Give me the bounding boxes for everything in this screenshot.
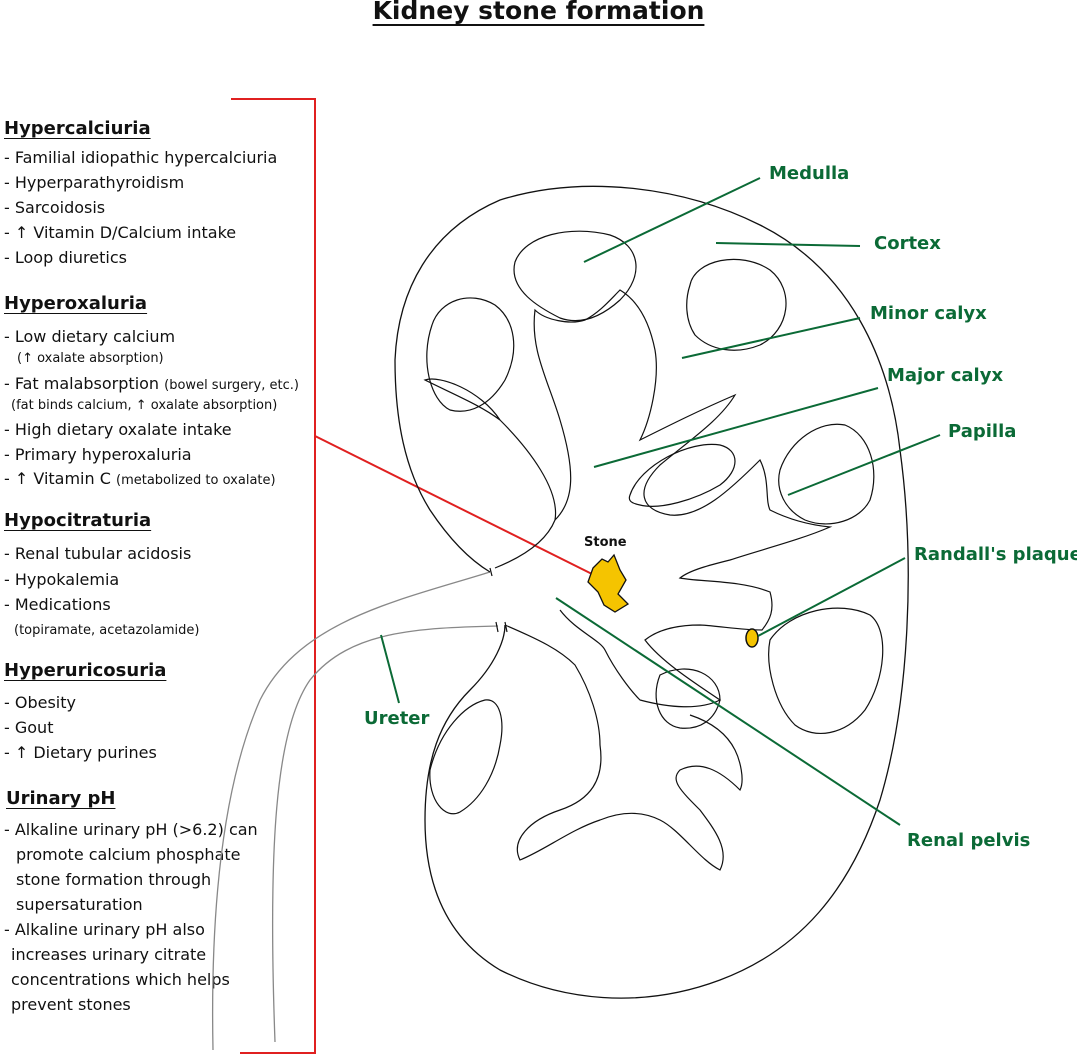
pyramid xyxy=(655,668,721,729)
pyramid xyxy=(628,443,736,507)
label-major-calyx: Major calyx xyxy=(887,365,1004,386)
list-item: - Sarcoidosis xyxy=(4,198,106,217)
leader-randalls-plaque xyxy=(757,557,906,637)
heading-hypercalciuria: Hypercalciuria xyxy=(4,118,151,139)
list-item: - ↑ Vitamin D/Calcium intake xyxy=(4,223,237,242)
label-renal-pelvis: Renal pelvis xyxy=(907,830,1031,851)
list-item: - Gout xyxy=(4,718,54,737)
heading-hyperoxaluria: Hyperoxaluria xyxy=(4,293,148,314)
list-item: - ↑ Vitamin C (metabolized to oxalate) xyxy=(4,469,276,488)
pyramid xyxy=(426,297,515,412)
label-ureter: Ureter xyxy=(364,708,430,729)
ureter-outline xyxy=(271,625,499,1043)
list-item: - Familial idiopathic hypercalciuria xyxy=(4,148,278,167)
leader-papilla xyxy=(787,434,941,496)
list-item-note: (fat binds calcium, ↑ oxalate absorption… xyxy=(11,398,278,413)
list-item: increases urinary citrate xyxy=(11,945,207,964)
list-item: - Low dietary calcium xyxy=(4,327,176,346)
bracket xyxy=(231,98,316,1054)
list-item-note: (↑ oxalate absorption) xyxy=(17,351,164,366)
leader-cortex xyxy=(715,242,861,247)
pyramid xyxy=(513,230,637,322)
heading-urinary-ph: Urinary pH xyxy=(6,788,116,809)
stone xyxy=(587,553,630,613)
bracket-pointer xyxy=(314,435,593,575)
leader-medulla xyxy=(583,177,761,263)
list-item: - Loop diuretics xyxy=(4,248,127,267)
renal-sinus-outline xyxy=(423,289,833,708)
pyramid xyxy=(686,258,787,351)
label-minor-calyx: Minor calyx xyxy=(870,303,987,324)
list-item: - Alkaline urinary pH also xyxy=(4,920,205,939)
kidney-outline xyxy=(394,185,909,999)
list-item: concentrations which helps xyxy=(11,970,230,989)
list-item: - Medications xyxy=(4,595,111,614)
list-item: stone formation through xyxy=(16,870,212,889)
list-item: - High dietary oxalate intake xyxy=(4,420,232,439)
list-item: - Hypokalemia xyxy=(4,570,120,589)
diagram-title: Kidney stone formation xyxy=(372,0,705,25)
ureter-outline xyxy=(212,571,491,1051)
leader-major-calyx xyxy=(593,387,879,468)
heading-hypocitraturia: Hypocitraturia xyxy=(4,510,152,531)
pyramid xyxy=(429,699,503,815)
list-item: - Renal tubular acidosis xyxy=(4,544,192,563)
list-item-note: (metabolized to oxalate) xyxy=(116,473,276,488)
pyramid xyxy=(768,607,884,734)
list-item: supersaturation xyxy=(16,895,143,914)
heading-hyperuricosuria: Hyperuricosuria xyxy=(4,660,167,681)
list-item: prevent stones xyxy=(11,995,131,1014)
label-medulla: Medulla xyxy=(769,163,850,184)
lower-calyx-outline xyxy=(504,624,743,871)
list-item: - Hyperparathyroidism xyxy=(4,173,185,192)
list-item-note: (topiramate, acetazolamide) xyxy=(14,623,200,638)
leader-ureter xyxy=(380,634,400,704)
label-randalls-plaque: Randall's plaque xyxy=(914,544,1077,565)
randalls-plaque-marker xyxy=(745,628,759,648)
list-item-note: (bowel surgery, etc.) xyxy=(164,378,299,393)
label-stone: Stone xyxy=(584,535,627,550)
label-papilla: Papilla xyxy=(948,421,1017,442)
list-item: promote calcium phosphate xyxy=(16,845,241,864)
ureter-mouth xyxy=(489,567,508,633)
list-item: - Obesity xyxy=(4,693,76,712)
label-cortex: Cortex xyxy=(874,233,941,254)
list-item: - ↑ Dietary purines xyxy=(4,743,157,762)
pyramid xyxy=(778,423,875,525)
list-item: - Primary hyperoxaluria xyxy=(4,445,192,464)
leader-minor-calyx xyxy=(681,317,861,359)
list-item: - Alkaline urinary pH (>6.2) can xyxy=(4,820,258,839)
list-item: - Fat malabsorption (bowel surgery, etc.… xyxy=(4,374,299,393)
leader-renal-pelvis xyxy=(555,597,901,826)
